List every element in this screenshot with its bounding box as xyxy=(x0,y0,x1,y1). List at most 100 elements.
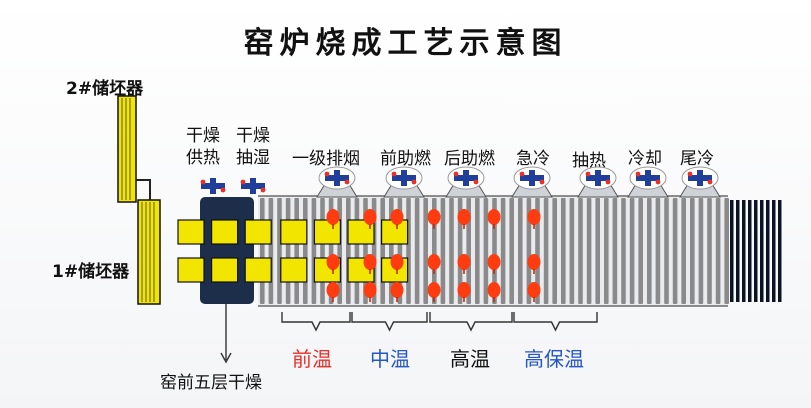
brick-tile xyxy=(177,219,205,245)
roller-bar xyxy=(724,198,729,304)
roller-bar xyxy=(475,198,480,304)
roller-bar xyxy=(604,198,609,304)
zone-high-text: 高温 xyxy=(450,347,490,371)
roller-bar xyxy=(277,198,282,304)
fan-marker xyxy=(539,179,545,185)
roller-bar xyxy=(586,198,592,304)
flame xyxy=(487,254,501,270)
end-roller-bar xyxy=(772,200,776,302)
zone-bracket xyxy=(281,312,351,332)
predryer-arrow xyxy=(220,304,232,364)
end-roller-bar xyxy=(778,200,782,302)
storage-rack-1 xyxy=(137,199,161,305)
flame xyxy=(527,209,541,225)
roller-bar xyxy=(647,198,652,304)
zone-high-hold-label: 高保温 xyxy=(524,343,584,372)
fan-core xyxy=(645,170,651,186)
flame xyxy=(427,209,441,225)
roller-bar xyxy=(414,198,420,304)
roller-bar xyxy=(707,198,712,304)
flame xyxy=(363,282,377,298)
roller-bar xyxy=(621,198,626,304)
storage-rack-2-label: 2#储坯器 xyxy=(66,79,144,99)
brick-tile xyxy=(280,257,308,283)
flame xyxy=(457,254,471,270)
roller-bar xyxy=(285,198,291,304)
brick-tile xyxy=(211,219,239,245)
end-roller-bar xyxy=(748,200,752,302)
flame xyxy=(457,209,471,225)
fan-marker xyxy=(687,171,693,177)
fan-marker xyxy=(391,171,397,177)
roller-bar xyxy=(406,198,411,304)
fan-marker xyxy=(473,179,479,185)
brick-tile xyxy=(244,219,272,245)
roller-bar xyxy=(483,198,489,304)
roller-bar xyxy=(449,198,454,304)
fan-core xyxy=(334,170,340,186)
roller-bar xyxy=(569,198,575,304)
station-dry-dehumid-line2: 抽湿 xyxy=(236,148,270,168)
roller-bar xyxy=(561,198,566,304)
station-dry-heat-line1: 干燥 xyxy=(186,126,220,146)
roller-bar xyxy=(638,198,643,304)
burner-flames xyxy=(326,209,541,302)
fan-core xyxy=(463,170,469,186)
roller-bar xyxy=(526,198,532,304)
fan-marker xyxy=(585,171,591,177)
storage-racks xyxy=(117,95,161,305)
kiln-end-rollers xyxy=(730,200,782,302)
fan-marker xyxy=(453,171,459,177)
end-roller-bar xyxy=(736,200,740,302)
roller-bar xyxy=(440,198,446,304)
flame xyxy=(390,254,404,270)
roller-bar xyxy=(681,198,686,304)
roller-bar xyxy=(698,198,704,304)
fan-core xyxy=(595,170,601,186)
predryer-chamber xyxy=(200,197,254,304)
fan-marker xyxy=(411,179,417,185)
station-dry-dehumid-label: 干燥 抽湿 xyxy=(236,125,270,169)
predryer-arrow-head xyxy=(220,352,232,364)
roller-bar xyxy=(354,198,360,304)
roller-bar xyxy=(380,198,385,304)
fan-marker xyxy=(707,179,713,185)
roller-bar xyxy=(423,198,428,304)
zone-bracket xyxy=(351,312,428,332)
flame xyxy=(527,282,541,298)
roller-bar xyxy=(690,198,695,304)
roller-bar xyxy=(552,198,557,304)
end-roller-bar xyxy=(760,200,764,302)
station-dry-heat-line2: 供热 xyxy=(186,148,220,168)
station-cooling-label: 冷却 xyxy=(628,149,662,169)
flame xyxy=(527,254,541,270)
roller-bar xyxy=(320,198,325,304)
roller-bar xyxy=(655,198,661,304)
flame xyxy=(390,282,404,298)
flame xyxy=(363,209,377,225)
station-heat-extract-label: 抽热 xyxy=(572,151,606,171)
zone-medium-text: 中温 xyxy=(370,347,410,371)
flame xyxy=(326,209,340,225)
zone-brackets xyxy=(281,312,598,332)
roller-bar xyxy=(578,198,583,304)
flame xyxy=(363,254,377,270)
roller-bar xyxy=(509,198,514,304)
zone-high-label: 高温 xyxy=(450,343,490,372)
brick-tile xyxy=(280,219,308,245)
fan-marker xyxy=(324,171,330,177)
zone-bracket xyxy=(429,312,513,332)
zone-bracket xyxy=(513,312,598,332)
zone-medium-label: 中温 xyxy=(370,343,410,372)
fan-units xyxy=(200,166,721,198)
fan-core xyxy=(210,178,216,194)
end-roller-bar xyxy=(730,200,734,302)
fan-marker xyxy=(605,179,611,185)
brick-tile xyxy=(244,257,272,283)
station-dry-heat-label: 干燥 供热 xyxy=(186,125,220,169)
fan-core xyxy=(697,170,703,186)
station-dry-dehumid-line1: 干燥 xyxy=(236,126,270,146)
fan-marker xyxy=(635,171,641,177)
station-exhaust-label: 一级排烟 xyxy=(292,149,360,169)
end-roller-bar xyxy=(754,200,758,302)
